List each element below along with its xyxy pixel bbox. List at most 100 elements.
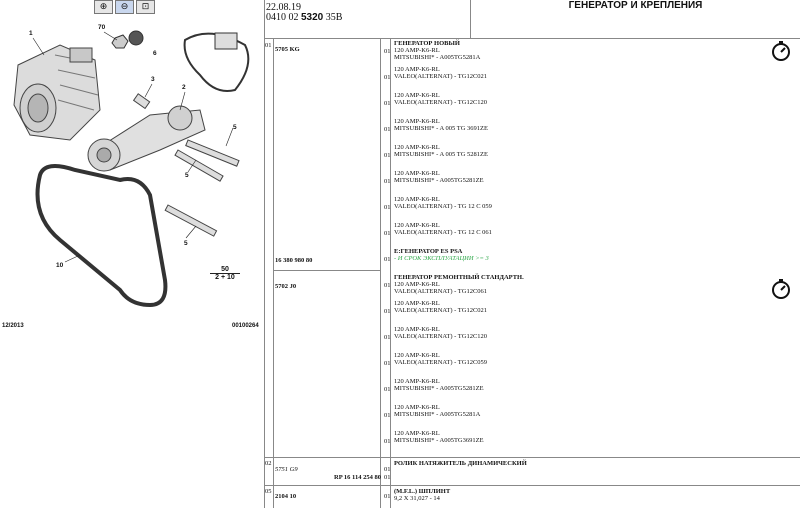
ref-number[interactable]: RP 16 114 254 80 bbox=[334, 474, 381, 481]
quantity: 01 bbox=[384, 256, 391, 263]
header-code: 0410 02 5320 35B bbox=[266, 12, 342, 23]
belt-routing-thumbnail bbox=[183, 32, 250, 92]
nut-drawing bbox=[111, 30, 144, 49]
header-date: 22.08.19 bbox=[266, 2, 301, 13]
part-description: 120 AMP-K6-RL bbox=[394, 378, 440, 385]
part-description: VALEO(ALTERNAT) - TG12C061 bbox=[394, 288, 488, 295]
ref-number[interactable]: 2104 10 bbox=[275, 493, 297, 500]
part-description: MITSUBISHI* - A 005 TG 5281ZE bbox=[394, 151, 488, 158]
quantity: 01 bbox=[384, 282, 391, 289]
callout-5b: 5 bbox=[185, 172, 189, 179]
tensioner-drawing bbox=[87, 105, 206, 172]
zoom-fit-icon[interactable]: ⊡ bbox=[136, 0, 155, 14]
part-description: VALEO(ALTERNAT) - TG 12 C 059 bbox=[394, 203, 492, 210]
part-description: 120 AMP-K6-RL bbox=[394, 281, 440, 288]
part-description: MITSUBISHI* - A005TG5281ZE bbox=[394, 385, 484, 392]
fraction-top: 50 bbox=[210, 266, 240, 274]
part-description: 120 AMP-K6-RL bbox=[394, 66, 440, 73]
part-description: MITSUBISHI* - A005TG5281ZE bbox=[394, 177, 484, 184]
illustration-panel: ⊕ ⊖ ⊡ bbox=[0, 0, 265, 508]
figure-code: 00100264 bbox=[232, 323, 259, 329]
part-description: VALEO(ALTERNAT) - TG 12 C 061 bbox=[394, 229, 492, 236]
part-description: VALEO(ALTERNAT) - TG12C021 bbox=[394, 73, 488, 80]
part-description: 120 AMP-K6-RL bbox=[394, 222, 440, 229]
quantity: 01 bbox=[384, 178, 391, 185]
part-description: VALEO(ALTERNAT) - TG12C120 bbox=[394, 99, 488, 106]
item-number: 05 bbox=[265, 488, 272, 495]
stopwatch-icon[interactable] bbox=[770, 278, 792, 300]
parts-panel: 22.08.19 0410 02 5320 35B ГЕНЕРАТОР И КР… bbox=[264, 0, 800, 508]
quantity: 01 bbox=[384, 493, 391, 500]
part-description: 120 AMP-K6-RL bbox=[394, 196, 440, 203]
alternator-drawing bbox=[13, 44, 101, 141]
quantity: 01 bbox=[384, 152, 391, 159]
part-description: MITSUBISHI* - A005TG3691ZE bbox=[394, 437, 484, 444]
callout-2: 2 bbox=[182, 84, 186, 91]
fraction-bottom: 2 + 10 bbox=[215, 274, 235, 281]
callout-70: 70 bbox=[98, 24, 106, 31]
zoom-toolbar: ⊕ ⊖ ⊡ bbox=[94, 0, 155, 14]
part-description: E:ГЕНЕРАТОР ES PSA bbox=[394, 248, 463, 255]
part-description: VALEO(ALTERNAT) - TG12C120 bbox=[394, 333, 488, 340]
part-description: VALEO(ALTERNAT) - TG12C021 bbox=[394, 307, 488, 314]
part-description: 120 AMP-K6-RL bbox=[394, 118, 440, 125]
quantity: 01 bbox=[384, 438, 391, 445]
code-bold: 5320 bbox=[301, 12, 324, 23]
ref-number[interactable]: 5702 J0 bbox=[275, 283, 297, 290]
quantity: 01 bbox=[384, 100, 391, 107]
code-prefix: 0410 02 bbox=[266, 12, 299, 23]
part-description: 9,2 X 31,027 - 14 bbox=[394, 495, 440, 502]
zoom-out-icon[interactable]: ⊖ bbox=[115, 0, 134, 14]
header-info: 22.08.19 0410 02 5320 35B bbox=[264, 0, 471, 39]
zoom-in-icon[interactable]: ⊕ bbox=[94, 0, 113, 14]
part-description: MITSUBISHI* - A 005 TG 3691ZE bbox=[394, 125, 488, 132]
part-description: ГЕНЕРАТОР РЕМОНТНЫЙ СТАНДАРТН. bbox=[394, 274, 524, 281]
callout-1: 1 bbox=[29, 30, 33, 37]
quantity: 01 bbox=[384, 126, 391, 133]
callout-5c: 5 bbox=[184, 240, 188, 247]
poly-v-belt-drawing bbox=[35, 164, 168, 308]
callout-6: 6 bbox=[153, 50, 157, 57]
part-description: 120 AMP-K6-RL bbox=[394, 326, 440, 333]
ref-number[interactable]: 16 380 980 80 bbox=[275, 257, 313, 264]
figure-date: 12/2013 bbox=[2, 323, 24, 329]
quantity: 01 bbox=[384, 466, 391, 473]
part-description: 120 AMP-K6-RL bbox=[394, 404, 440, 411]
exploded-view-drawing bbox=[13, 30, 250, 308]
callout-10: 10 bbox=[56, 262, 64, 269]
quantity: 01 bbox=[384, 308, 391, 315]
quantity: 01 bbox=[384, 230, 391, 237]
quantity: 01 bbox=[384, 48, 391, 55]
quantity-fraction: 50 2 + 10 bbox=[210, 266, 240, 281]
item-number: 01 bbox=[265, 42, 272, 49]
ref-number[interactable]: 5751 G9 bbox=[275, 466, 298, 473]
part-description: (M.F.L.) ШПЛИНТ bbox=[394, 488, 451, 495]
part-description: 120 AMP-K6-RL bbox=[394, 47, 440, 54]
part-description: VALEO(ALTERNAT) - TG12C059 bbox=[394, 359, 488, 366]
part-description: ГЕНЕРАТОР НОВЫЙ bbox=[394, 40, 460, 47]
ref-number[interactable]: 5705 KG bbox=[275, 46, 300, 53]
part-description: 120 AMP-K6-RL bbox=[394, 430, 440, 437]
part-description: 120 AMP-K6-RL bbox=[394, 170, 440, 177]
quantity: 01 bbox=[384, 412, 391, 419]
callout-5a: 5 bbox=[233, 124, 237, 131]
part-description: РОЛИК НАТЯЖИТЕЛЬ ДИНАМИЧЕСКИЙ bbox=[394, 460, 527, 467]
quantity: 01 bbox=[384, 386, 391, 393]
stopwatch-icon[interactable] bbox=[770, 40, 792, 62]
row-separator bbox=[273, 270, 380, 271]
part-description: 120 AMP-K6-RL bbox=[394, 144, 440, 151]
part-description: MITSUBISHI* - A005TG5281A bbox=[394, 411, 481, 418]
part-description: - И СРОК ЭКСПЛУАТАЦИИ >= 3 bbox=[394, 255, 489, 262]
callout-3: 3 bbox=[151, 76, 155, 83]
code-suffix: 35B bbox=[325, 12, 343, 23]
page-title: ГЕНЕРАТОР И КРЕПЛЕНИЯ bbox=[568, 0, 703, 11]
quantity: 01 bbox=[384, 474, 391, 481]
part-description: 120 AMP-K6-RL bbox=[394, 352, 440, 359]
bolts-drawing bbox=[164, 139, 240, 237]
item-number: 02 bbox=[265, 460, 272, 467]
quantity: 01 bbox=[384, 204, 391, 211]
quantity: 01 bbox=[384, 360, 391, 367]
quantity: 01 bbox=[384, 74, 391, 81]
part-description: MITSUBISHI* - A005TG5281A bbox=[394, 54, 481, 61]
